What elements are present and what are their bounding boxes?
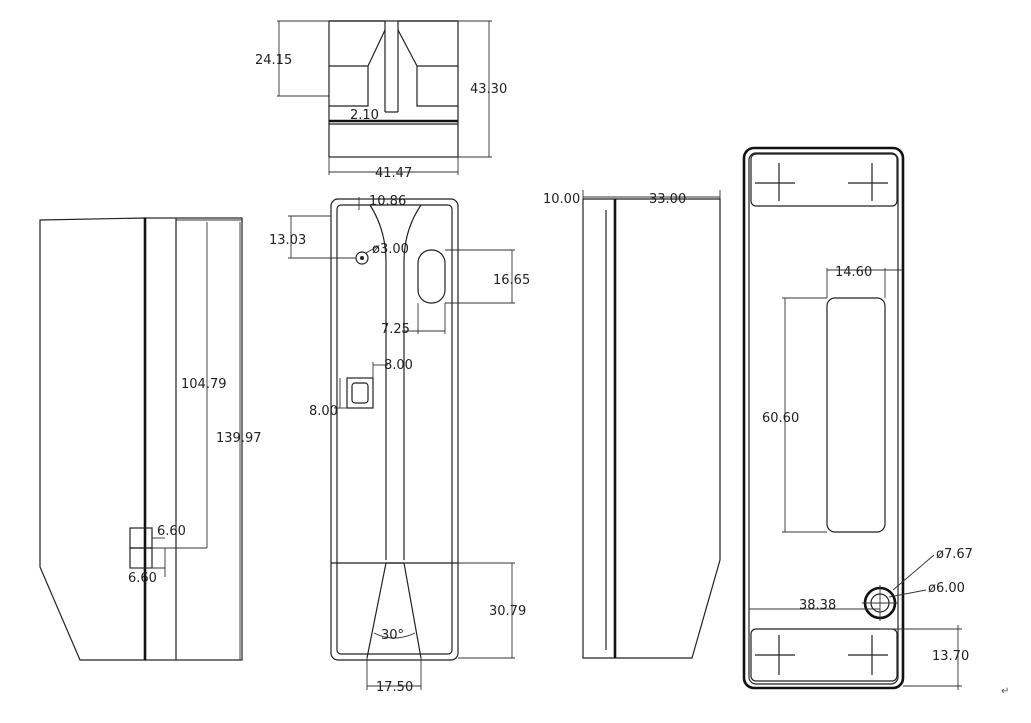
- top-view-gap-dim: 2.10: [350, 108, 379, 123]
- back-view-hole-offset-x-dim: 38.38: [799, 598, 836, 613]
- left-view-total-height-dim: 139.97: [216, 431, 262, 446]
- left-view-notch-w-dim: 6.60: [157, 524, 186, 539]
- back-view-top-pad: [750, 153, 898, 207]
- top-view: 24.15 43.30 2.10 41.47: [255, 20, 507, 181]
- front-view-lock-h-dim: 8.00: [309, 404, 338, 419]
- left-view-notch: [129, 527, 153, 549]
- front-view-hole-diameter-dim: ø3.00: [372, 242, 409, 257]
- back-view-outer-diameter-dim: ø7.67: [936, 547, 973, 562]
- side-view: 10.00 33.00: [543, 190, 721, 659]
- side-view-wall-dim: 10.00: [543, 192, 580, 207]
- front-view-lock-mark: [346, 377, 374, 409]
- front-view-slot-length-dim: 16.65: [493, 273, 530, 288]
- back-view-inner-diameter-dim: ø6.00: [928, 581, 965, 596]
- back-view: 14.60 60.60 ø7.67 ø6.00 38.38 13.70: [742, 146, 973, 690]
- top-view-body: [328, 20, 459, 158]
- front-view-base-width-dim: 17.50: [376, 680, 413, 695]
- back-view-window: [826, 297, 886, 533]
- top-view-lip-dim: 24.15: [255, 53, 292, 68]
- side-view-body: [582, 198, 721, 659]
- front-view: 10.86 13.03 ø3.00 16.65 7.25 8.00 8.00 3…: [269, 194, 530, 695]
- left-view-upper-height-dim: 104.79: [181, 377, 227, 392]
- top-view-height-dim: 43.30: [470, 82, 507, 97]
- side-view-depth-dim: 33.00: [649, 192, 686, 207]
- front-view-wedge-angle-dim: 30°: [381, 628, 404, 643]
- front-view-body: [330, 198, 459, 661]
- left-view-body: [39, 217, 146, 661]
- front-view-slot-offset-dim: 7.25: [381, 322, 410, 337]
- top-view-width-dim: 41.47: [375, 166, 412, 181]
- back-view-body: [742, 146, 905, 690]
- back-view-window-height-dim: 60.60: [762, 411, 799, 426]
- front-view-lock-w-dim: 8.00: [384, 358, 413, 373]
- front-view-hole-height-dim: 13.03: [269, 233, 306, 248]
- back-view-hole-offset-y-dim: 13.70: [932, 649, 969, 664]
- left-side-view: 104.79 139.97 6.60 6.60: [39, 217, 262, 661]
- paragraph-mark: ↵: [1001, 686, 1009, 697]
- front-view-wedge-height-dim: 30.79: [489, 604, 526, 619]
- back-view-window-width-dim: 14.60: [835, 265, 872, 280]
- front-view-slot: [417, 249, 446, 304]
- left-view-notch-h-dim: 6.60: [128, 571, 157, 586]
- back-view-bottom-pad: [750, 628, 898, 682]
- front-view-top-offset-dim: 10.86: [369, 194, 406, 209]
